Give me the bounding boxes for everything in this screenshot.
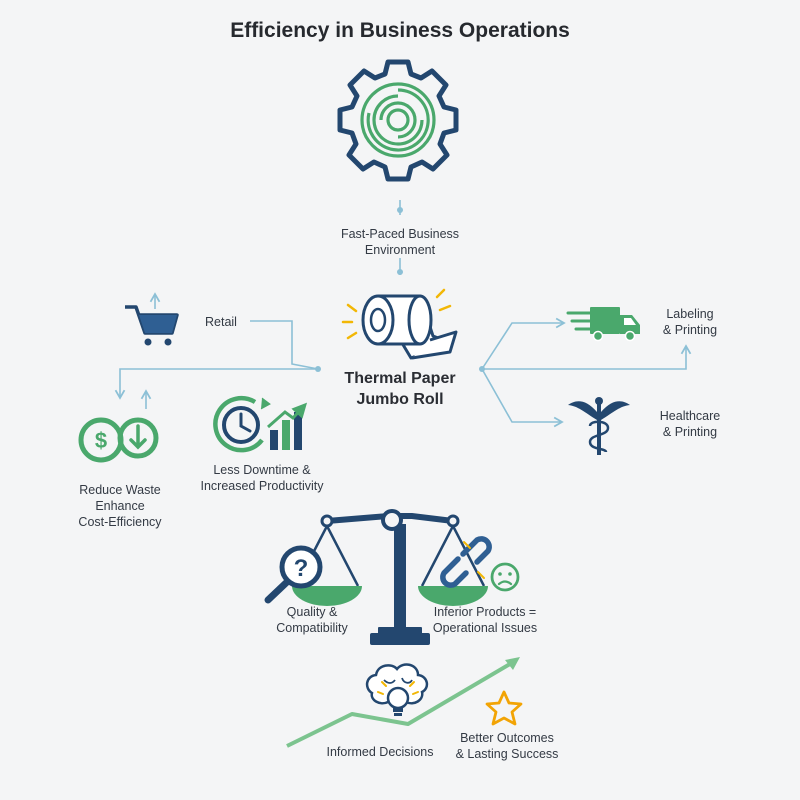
downtime-line-2: Increased Productivity: [200, 479, 324, 493]
labeling-label: Labeling & Printing: [650, 306, 730, 338]
healthcare-line-2: & Printing: [662, 425, 718, 439]
decisions-label: Informed Decisions: [326, 745, 434, 759]
star-icon: [485, 690, 523, 726]
inferior-label: Inferior Products = Operational Issues: [420, 604, 550, 636]
growth-arrow: [286, 657, 520, 748]
center-node-label: Thermal Paper Jumbo Roll: [310, 368, 490, 410]
retail-label: Retail: [205, 315, 237, 329]
magnifier-question-icon: ?: [264, 545, 323, 604]
sad-face-icon: [490, 562, 520, 592]
reduce-waste-label: Reduce Waste Enhance Cost-Efficiency: [60, 482, 180, 530]
shopping-cart-icon: [125, 305, 179, 346]
gear-icon: [337, 59, 459, 182]
labeling-line-1: Labeling: [666, 307, 714, 321]
environment-line-2: Environment: [364, 243, 436, 257]
healthcare-line-1: Healthcare: [659, 409, 721, 423]
dollar-cycle-icon: $: [78, 417, 159, 463]
outcomes-label: Better Outcomes & Lasting Success: [442, 730, 572, 762]
caduceus-icon: [568, 397, 630, 455]
svg-text:$: $: [95, 428, 107, 453]
reduce-waste-line-2: Enhance: [95, 499, 145, 513]
downtime-label: Less Downtime & Increased Productivity: [192, 462, 332, 494]
outcomes-line-2: & Lasting Success: [455, 747, 559, 761]
connector-lines: [114, 200, 692, 428]
reduce-waste-line-1: Reduce Waste: [79, 483, 161, 497]
labeling-line-2: & Printing: [662, 323, 718, 337]
environment-label: Fast-Paced Business Environment: [320, 226, 480, 258]
svg-text:?: ?: [294, 555, 309, 582]
downtime-line-1: Less Downtime &: [213, 463, 311, 477]
clock-chart-icon: [213, 395, 308, 453]
quality-line-2: Compatibility: [276, 621, 348, 635]
page-title: Efficiency in Business Operations: [230, 19, 570, 42]
quality-label: Quality & Compatibility: [262, 604, 362, 636]
outcomes-line-1: Better Outcomes: [460, 731, 554, 745]
inferior-line-1: Inferior Products =: [433, 605, 537, 619]
brain-bulb-icon: [365, 663, 429, 716]
environment-line-1: Fast-Paced Business: [340, 227, 460, 241]
inferior-line-2: Operational Issues: [432, 621, 538, 635]
healthcare-label: Healthcare & Printing: [648, 408, 732, 440]
quality-line-1: Quality &: [286, 605, 338, 619]
reduce-waste-line-3: Cost-Efficiency: [78, 515, 162, 529]
center-line-2: Jumbo Roll: [356, 391, 444, 408]
paper-roll-icon: [341, 288, 458, 360]
truck-icon: [566, 307, 640, 342]
center-line-1: Thermal Paper: [344, 370, 456, 387]
broken-chain-icon: [440, 536, 492, 588]
